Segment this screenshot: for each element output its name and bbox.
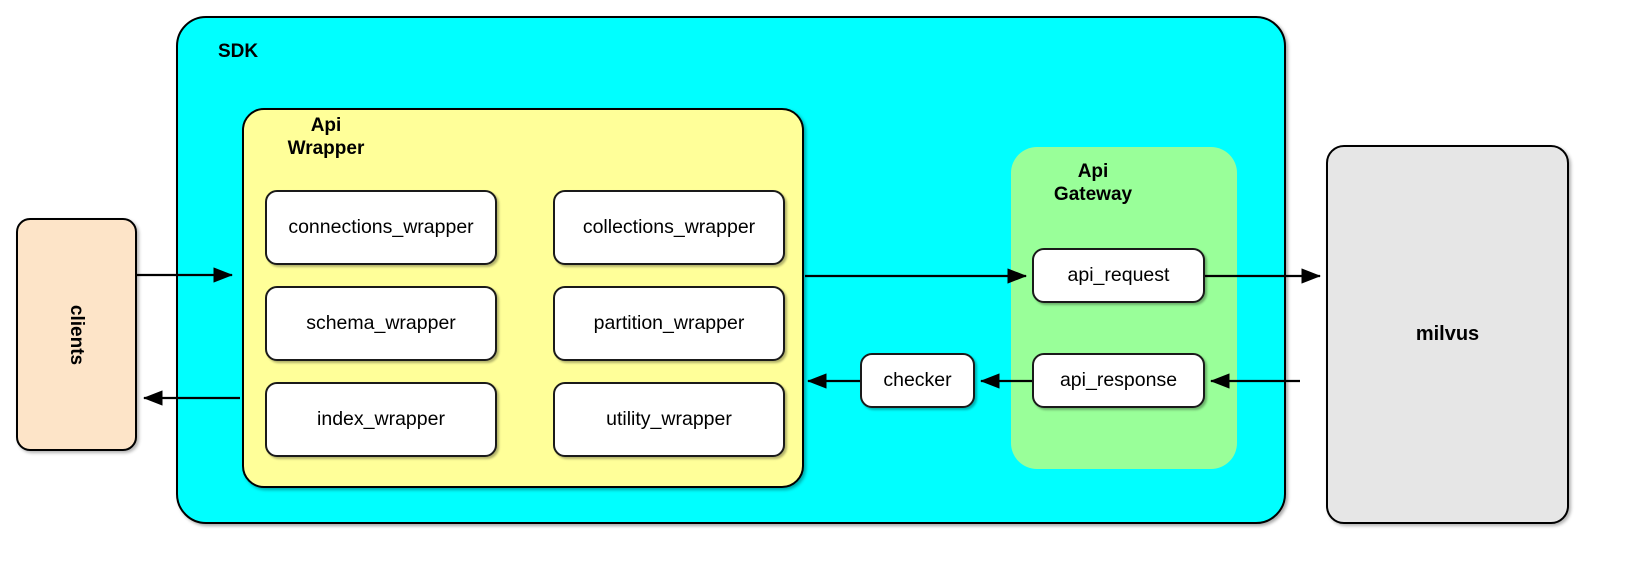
module-api-response[interactable]: api_response [1032, 353, 1205, 408]
module-collections-wrapper[interactable]: collections_wrapper [553, 190, 785, 265]
milvus-box[interactable] [1326, 145, 1569, 524]
clients-label: clients [16, 218, 137, 451]
api-gateway-container[interactable] [1011, 147, 1237, 469]
module-schema-wrapper[interactable]: schema_wrapper [265, 286, 497, 361]
clients-label-text: clients [66, 304, 88, 365]
module-connections-wrapper[interactable]: connections_wrapper [265, 190, 497, 265]
milvus-label-text: milvus [1415, 323, 1480, 345]
module-utility-wrapper[interactable]: utility_wrapper [553, 382, 785, 457]
api-gateway-title: Api Gateway [1053, 161, 1133, 206]
module-api-request[interactable]: api_request [1032, 248, 1205, 303]
api-wrapper-title: Api Wrapper [287, 115, 365, 160]
milvus-label: milvus [1326, 145, 1569, 524]
clients-box[interactable] [16, 218, 137, 451]
checker-box[interactable]: checker [860, 353, 975, 408]
sdk-title: SDK [218, 41, 259, 62]
module-partition-wrapper[interactable]: partition_wrapper [553, 286, 785, 361]
module-index-wrapper[interactable]: index_wrapper [265, 382, 497, 457]
